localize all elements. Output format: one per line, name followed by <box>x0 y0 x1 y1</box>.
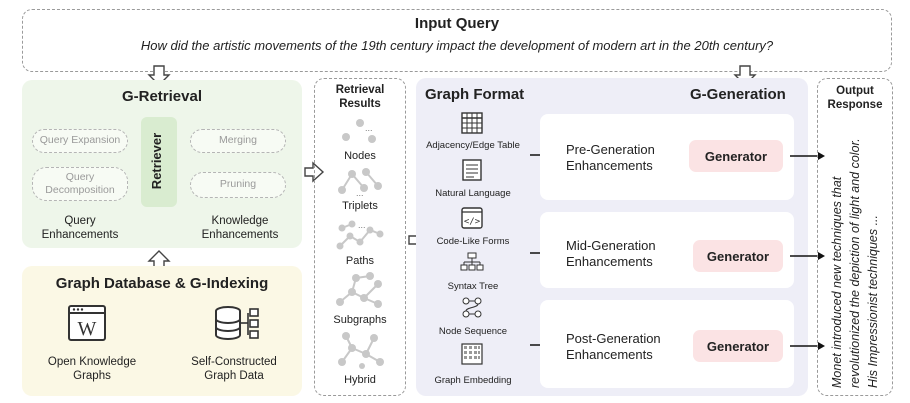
graph-embedding-icon <box>461 343 483 365</box>
pruning-pill: Pruning <box>190 172 286 198</box>
retrieval-results-box <box>314 78 406 396</box>
output-response-text: Monet introduced new techniques that rev… <box>830 138 880 388</box>
g-generation-title: G-Generation <box>690 86 786 103</box>
retrieval-results-title: Retrieval Results <box>335 84 385 111</box>
paths-icon: ... <box>336 220 384 250</box>
query-decomposition-pill: Query Decomposition <box>32 167 128 201</box>
post-generation-label: Post-Generation Enhancements <box>566 331 661 363</box>
code-icon: </> <box>461 207 483 229</box>
svg-text:...: ... <box>356 188 364 198</box>
database-icon <box>215 306 259 340</box>
mid-generation-label: Mid-Generation Enhancements <box>566 238 656 270</box>
mid-to-output-arrow <box>790 252 825 260</box>
format-code-like: Code-Like Forms <box>436 236 510 247</box>
subgraphs-icon <box>336 272 382 308</box>
retriever-block <box>141 117 177 207</box>
input-query-title: Input Query <box>414 15 500 32</box>
node-sequence-icon <box>462 297 482 318</box>
generator-pre: Generator <box>689 140 783 172</box>
result-triplets: Triplets <box>342 200 378 212</box>
query-enhancements-label: Query Enhancements <box>41 215 119 242</box>
generator-post: Generator <box>693 330 783 362</box>
svg-text:W: W <box>78 318 97 340</box>
result-paths: Paths <box>345 255 375 267</box>
merging-pill: Merging <box>190 129 286 153</box>
graph-format-title: Graph Format <box>425 86 525 103</box>
result-nodes: Nodes <box>344 150 376 162</box>
output-response-title: Output Response <box>827 85 883 112</box>
result-hybrid: Hybrid <box>344 374 376 386</box>
pre-to-output-arrow <box>790 152 825 160</box>
input-query-box <box>22 9 892 72</box>
format-node-sequence: Node Sequence <box>438 326 508 337</box>
wikipedia-icon: W <box>68 305 106 341</box>
graph-database-title: Graph Database & G-Indexing <box>55 275 269 292</box>
table-icon <box>461 112 483 134</box>
output-response-box <box>817 78 893 396</box>
format-syntax-tree: Syntax Tree <box>447 281 499 292</box>
query-expansion-pill: Query Expansion <box>32 129 128 153</box>
format-adjacency: Adjacency/Edge Table <box>426 140 520 151</box>
format-natural-language: Natural Language <box>435 188 511 199</box>
svg-text:</>: </> <box>464 217 481 227</box>
svg-text:...: ... <box>358 220 366 230</box>
open-kg-label: Open Knowledge Graphs <box>47 356 137 383</box>
knowledge-enhancements-label: Knowledge Enhancements <box>201 215 279 242</box>
generator-mid: Generator <box>693 240 783 272</box>
retriever-label: Retriever <box>149 132 164 190</box>
syntax-tree-icon <box>460 252 484 271</box>
post-to-output-arrow <box>790 342 825 350</box>
g-retrieval-title: G-Retrieval <box>121 88 203 105</box>
format-graph-embedding: Graph Embedding <box>434 375 512 386</box>
triplets-icon: ... <box>338 168 382 198</box>
hybrid-icon <box>338 332 384 369</box>
pre-generation-label: Pre-Generation Enhancements <box>566 142 655 174</box>
input-query-question: How did the artistic movements of the 19… <box>140 38 774 53</box>
svg-text:...: ... <box>365 123 373 133</box>
self-constructed-label: Self-Constructed Graph Data <box>191 356 277 383</box>
document-icon <box>462 159 482 181</box>
nodes-icon: ... <box>342 119 376 143</box>
result-subgraphs: Subgraphs <box>333 314 387 326</box>
